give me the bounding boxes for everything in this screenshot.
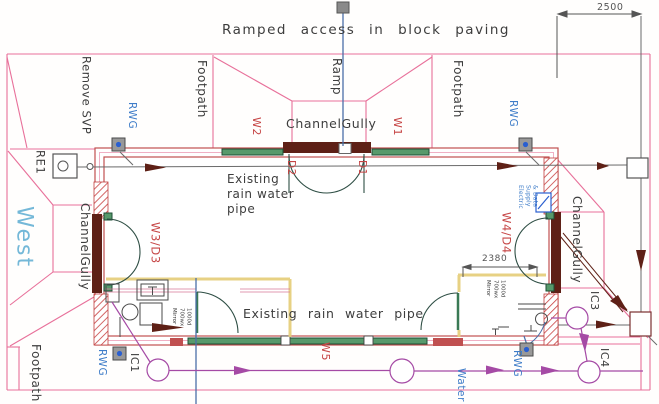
label-w1: W1	[390, 117, 404, 137]
rainwater-pipe-lines	[52, 16, 658, 346]
rwg-gully-symbols	[111, 137, 534, 361]
label-footpath-top-right: Footpath	[451, 60, 465, 118]
note-electric-supply: Electric Supply & Data	[517, 185, 539, 209]
note-mirror-right: Mirror 700wx 1000d	[485, 280, 506, 299]
site-boundary-lines	[6, 53, 651, 391]
label-rwg-bottom-right: RWG	[511, 350, 524, 378]
dim-2500: 2500	[597, 2, 624, 13]
label-w3-d3: W3/D3	[148, 222, 163, 264]
label-w2: W2	[249, 117, 263, 137]
label-d2: D2	[285, 160, 298, 176]
flow-arrows	[145, 162, 646, 332]
window-mullions	[280, 335, 374, 346]
note-mirror-left: Mirror 700wx 1000d	[171, 308, 192, 327]
dim-2380: 2380	[482, 254, 508, 264]
label-water: Water	[455, 368, 468, 403]
label-d1: D1	[356, 160, 369, 176]
sanitary-fixtures	[105, 279, 548, 337]
building-walls	[94, 147, 559, 346]
label-rwg-top-right: RWG	[507, 100, 520, 128]
label-w5: W5	[318, 342, 332, 362]
label-rwg-bottom-left: RWG	[96, 349, 109, 377]
drawing-title: Ramped access in block paving	[222, 22, 510, 38]
drain-route-arrows	[234, 333, 589, 375]
label-channelgully-left: ChannelGully	[78, 203, 92, 291]
label-ic4: IC4	[597, 348, 611, 368]
label-ic1: IC1	[127, 353, 141, 373]
channel-gully-bars	[92, 142, 561, 293]
service-lines-blue	[195, 1, 552, 404]
label-footpath-bottom-left: Footpath	[29, 344, 43, 402]
note-existing-pipe-top: Existing rain water pipe	[227, 172, 295, 216]
dimension-lines	[461, 10, 643, 277]
label-channelgully-right: ChannelGully	[570, 196, 584, 284]
corridor-partition	[105, 288, 290, 293]
yellow-partitions	[106, 273, 546, 337]
label-ramp: Ramp	[330, 58, 344, 96]
label-footpath-top-left: Footpath	[195, 60, 209, 118]
label-w4-d4: W4/D4	[499, 212, 514, 254]
label-channelgully-top: ChannelGully	[286, 116, 377, 131]
label-rwg-top-left: RWG	[126, 102, 139, 130]
label-remove-svp: Remove SVP	[79, 56, 94, 135]
label-ic3: IC3	[587, 291, 601, 311]
wall-solid-segments	[170, 338, 463, 346]
label-re1: RE1	[33, 150, 48, 175]
note-existing-pipe-bottom: Existing rain water pipe	[243, 306, 424, 321]
label-west: West	[11, 206, 37, 269]
